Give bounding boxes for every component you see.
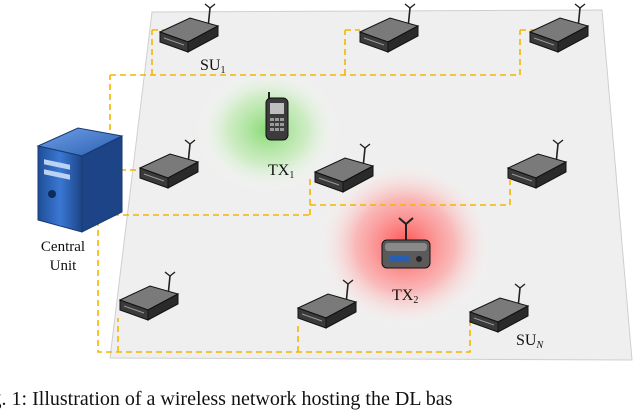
wireless-router-icon xyxy=(313,143,375,193)
su1-label-text: SU xyxy=(200,57,221,74)
sun-label: SUN xyxy=(516,333,543,351)
central-unit-label: Central Unit xyxy=(28,238,98,276)
server-tower-icon xyxy=(36,127,124,233)
tx2-label-text: TX xyxy=(392,287,414,304)
su1-label-sub: 1 xyxy=(220,65,226,76)
wireless-router-icon xyxy=(358,3,420,53)
su1-label: SU1 xyxy=(200,58,225,76)
wireless-router-icon xyxy=(468,283,530,333)
wireless-router-icon xyxy=(138,139,200,189)
central-unit-line2: Unit xyxy=(49,258,77,274)
tx1-label-sub: 1 xyxy=(289,170,295,181)
wireless-router-icon xyxy=(506,139,568,189)
mobile-phone-icon xyxy=(265,92,289,141)
central-unit-line1: Central xyxy=(40,239,86,255)
radio-transmitter-icon xyxy=(381,217,431,269)
wireless-router-icon xyxy=(296,279,358,329)
sun-label-sub: N xyxy=(536,340,544,351)
figure-caption: ig. 1: Illustration of a wireless networ… xyxy=(0,388,453,410)
sun-label-text: SU xyxy=(516,332,537,349)
tx1-label: TX1 xyxy=(268,163,294,181)
tx2-label: TX2 xyxy=(392,288,418,306)
wireless-router-icon xyxy=(118,271,180,321)
tx2-label-sub: 2 xyxy=(413,295,419,306)
wireless-router-icon xyxy=(158,3,220,53)
wireless-router-icon xyxy=(528,3,590,53)
tx1-label-text: TX xyxy=(268,162,290,179)
